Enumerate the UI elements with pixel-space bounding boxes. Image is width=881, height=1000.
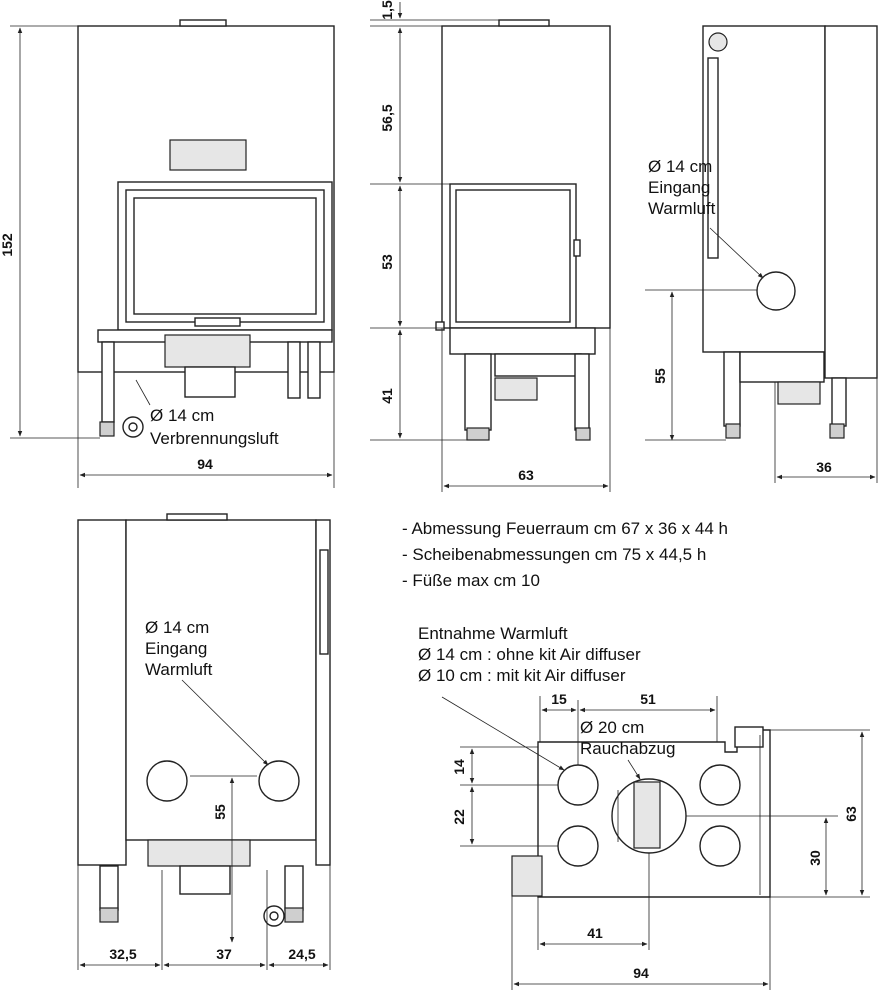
front-air-label-1: Ø 14 cm bbox=[150, 406, 214, 425]
flue-label-2: Rauchabzug bbox=[580, 739, 675, 758]
front-width-dim: 94 bbox=[197, 456, 213, 472]
extract-title: Entnahme Warmluft bbox=[418, 624, 568, 643]
top-dim-30: 30 bbox=[807, 850, 823, 866]
top-dim-63: 63 bbox=[843, 806, 859, 822]
side-dim-lower: 41 bbox=[379, 388, 395, 404]
back-label-1: Ø 14 cm bbox=[145, 618, 209, 637]
note-feet: - Füße max cm 10 bbox=[402, 571, 540, 590]
top-dim-94: 94 bbox=[633, 965, 649, 981]
side-view: 1,5 56,5 53 41 63 bbox=[370, 0, 611, 492]
top-dim-51: 51 bbox=[640, 691, 656, 707]
top-dim-41: 41 bbox=[587, 925, 603, 941]
rear-side-view: 55 36 Ø 14 cm Eingang Warmluft bbox=[645, 25, 878, 483]
top-dim-14: 14 bbox=[451, 759, 467, 775]
note-firebox: - Abmessung Feuerraum cm 67 x 36 x 44 h bbox=[402, 519, 728, 538]
side-dim-middle: 53 bbox=[379, 254, 395, 270]
rear-label-2: Eingang bbox=[648, 178, 710, 197]
top-view: Entnahme Warmluft Ø 14 cm : ohne kit Air… bbox=[418, 624, 870, 990]
rear-dim-height: 55 bbox=[652, 368, 668, 384]
rear-dim-width: 36 bbox=[816, 459, 832, 475]
extract-line-2: Ø 10 cm : mit kit Air diffuser bbox=[418, 666, 626, 685]
rear-label-1: Ø 14 cm bbox=[648, 157, 712, 176]
front-view: 152 94 Ø 14 cm Verbrennungsluft bbox=[0, 19, 335, 488]
note-glass: - Scheibenabmessungen cm 75 x 44,5 h bbox=[402, 545, 706, 564]
back-dim-right: 24,5 bbox=[288, 946, 315, 962]
rear-label-3: Warmluft bbox=[648, 199, 716, 218]
front-height-dim: 152 bbox=[0, 233, 15, 257]
front-air-label-2: Verbrennungsluft bbox=[150, 429, 279, 448]
back-view: 55 32,5 37 24,5 Ø 14 cm Eingang Warmluft bbox=[77, 513, 331, 970]
notes: - Abmessung Feuerraum cm 67 x 36 x 44 h … bbox=[402, 519, 728, 590]
back-dim-left: 32,5 bbox=[109, 946, 136, 962]
back-dim-height: 55 bbox=[212, 804, 228, 820]
back-dim-middle: 37 bbox=[216, 946, 232, 962]
side-dim-upper: 56,5 bbox=[379, 104, 395, 131]
side-dim-top: 1,5 bbox=[379, 0, 395, 20]
top-dim-15: 15 bbox=[551, 691, 567, 707]
back-label-3: Warmluft bbox=[145, 660, 213, 679]
side-dim-width: 63 bbox=[518, 467, 534, 483]
flue-label-1: Ø 20 cm bbox=[580, 718, 644, 737]
back-label-2: Eingang bbox=[145, 639, 207, 658]
top-dim-22: 22 bbox=[451, 809, 467, 825]
extract-line-1: Ø 14 cm : ohne kit Air diffuser bbox=[418, 645, 641, 664]
